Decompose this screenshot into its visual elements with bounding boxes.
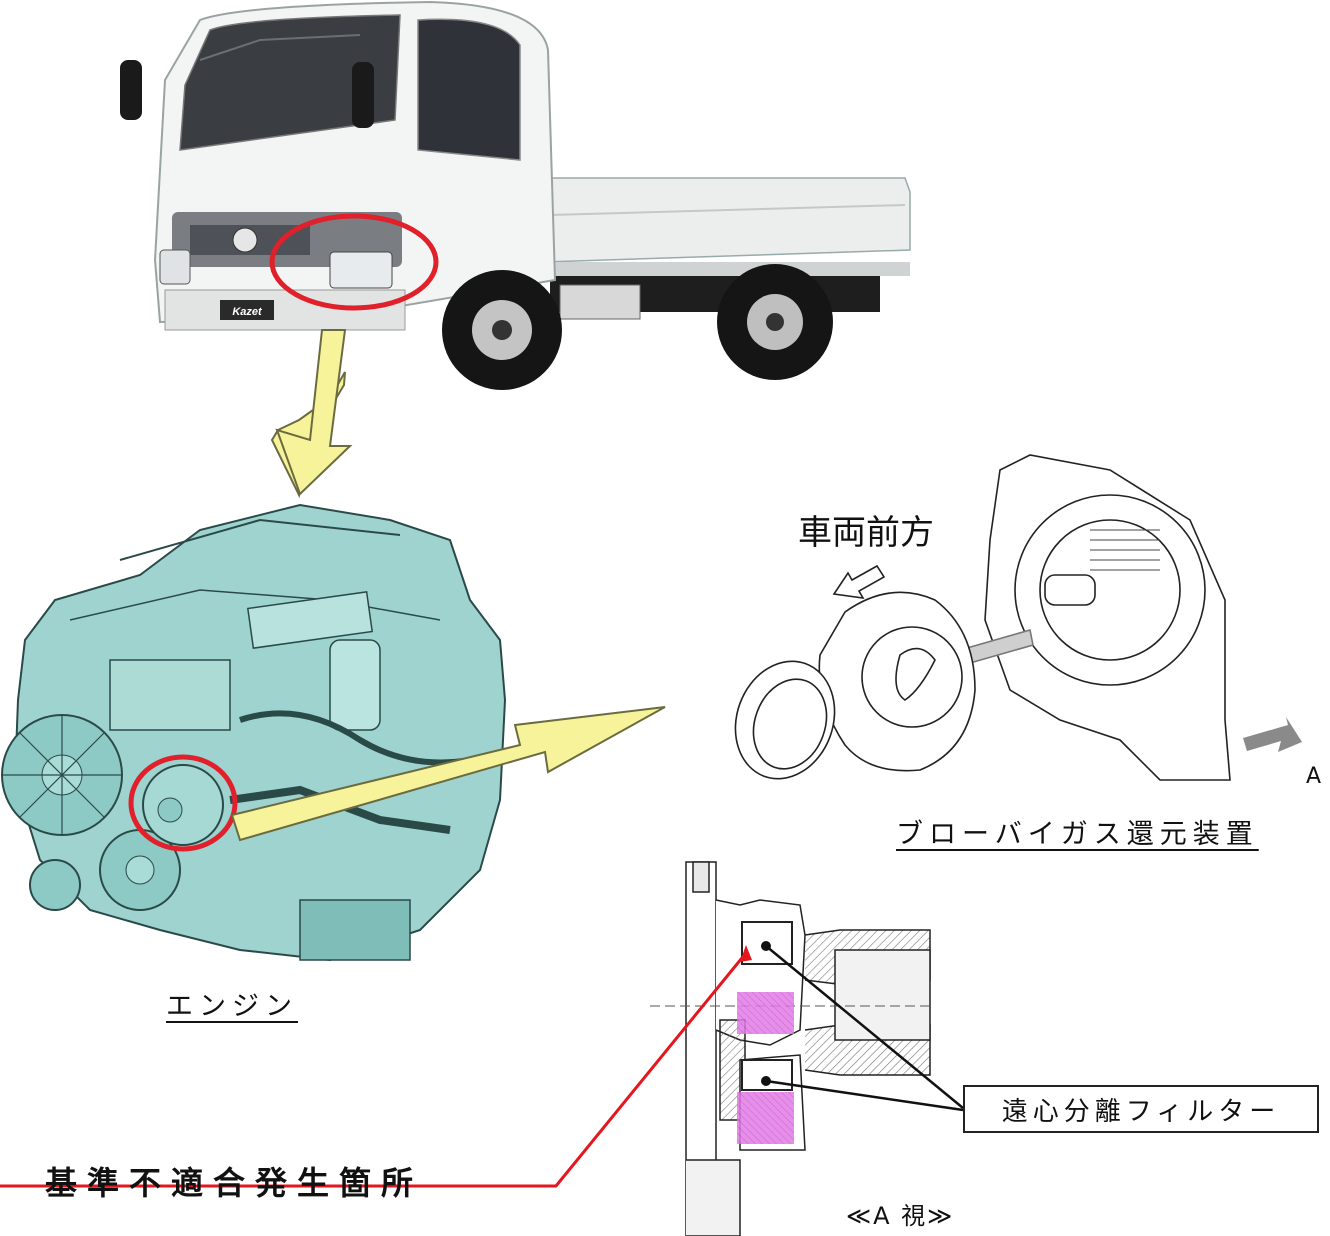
truck-highlight-circle	[269, 213, 439, 311]
callout-arrow-down-head	[275, 329, 353, 496]
view-a-letter: A	[1306, 764, 1322, 789]
defect-leader-line	[0, 952, 748, 1188]
engine-caption: エンジン	[166, 991, 298, 1022]
filter-highlight-lower	[737, 1092, 794, 1144]
blowby-device-caption: ブローバイガス還元装置	[896, 819, 1259, 850]
centrifugal-filter-label-box: 遠心分離フィルター	[963, 1085, 1319, 1133]
view-a-arrow	[1243, 717, 1302, 752]
filter-leader-lower	[765, 1079, 964, 1112]
view-a-caption: ≪A 視≫	[846, 1202, 955, 1230]
blowby-device-illustration	[734, 454, 1231, 781]
forward-direction-label: 車両前方	[798, 513, 934, 553]
centrifugal-filter-label: 遠心分離フィルター	[1001, 1096, 1281, 1127]
engine-highlight-circle	[128, 754, 238, 852]
callout-arrow-right	[230, 706, 666, 842]
defect-leader-arrowhead	[740, 945, 752, 962]
engine-illustration	[1, 503, 507, 962]
truck-badge: Kazet	[232, 306, 263, 318]
defect-location-label: 基準不適合発生箇所	[45, 1164, 424, 1202]
section-view-illustration	[650, 861, 931, 1236]
truck-illustration: Kazet	[120, 0, 911, 390]
filter-highlight-upper	[737, 992, 794, 1034]
filter-leader-upper	[765, 945, 964, 1109]
